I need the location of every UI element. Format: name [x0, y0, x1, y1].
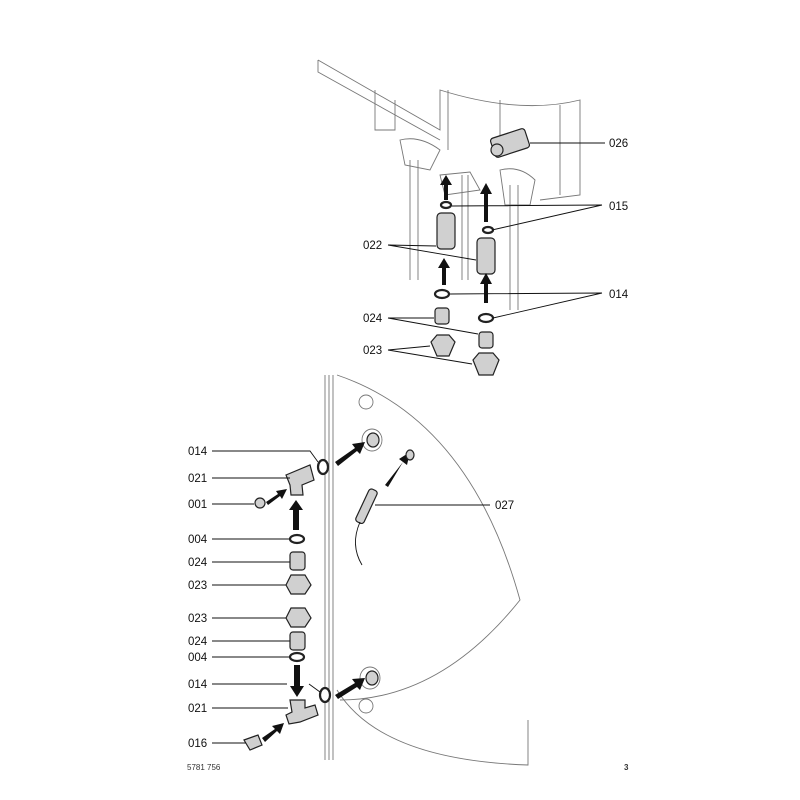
label-001: 001	[188, 499, 207, 511]
appliance-outline-top	[317, 59, 581, 310]
label-014: 014	[609, 289, 629, 301]
label-027: 027	[495, 500, 514, 512]
bottom-leader-lines	[212, 450, 490, 744]
label-014: 014	[188, 446, 208, 458]
document-number: 5781 756	[187, 763, 221, 772]
page-number: 3	[624, 763, 629, 772]
label-024: 024	[363, 313, 383, 325]
bottom-labels: 014 021 001 004 024 023 023 024 004 014 …	[188, 446, 514, 750]
label-026: 026	[609, 138, 628, 150]
label-022: 022	[363, 240, 382, 252]
tank-outline-bottom	[324, 374, 529, 766]
label-021: 021	[188, 703, 207, 715]
label-024: 024	[188, 557, 208, 569]
top-labels: 026 015 022 014 024 023	[363, 138, 629, 357]
bottom-parts-upper	[254, 432, 380, 595]
label-021: 021	[188, 473, 207, 485]
label-015: 015	[609, 201, 628, 213]
bottom-parts-lower	[243, 607, 379, 751]
label-016: 016	[188, 738, 207, 750]
sensor-027	[355, 449, 415, 566]
label-023: 023	[363, 345, 382, 357]
top-leader-lines	[387, 142, 605, 365]
top-parts	[430, 175, 500, 376]
valve-026	[489, 128, 531, 158]
label-004: 004	[188, 652, 208, 664]
label-014: 014	[188, 679, 208, 691]
label-023: 023	[188, 580, 207, 592]
label-023: 023	[188, 613, 207, 625]
label-004: 004	[188, 534, 208, 546]
label-024: 024	[188, 636, 208, 648]
